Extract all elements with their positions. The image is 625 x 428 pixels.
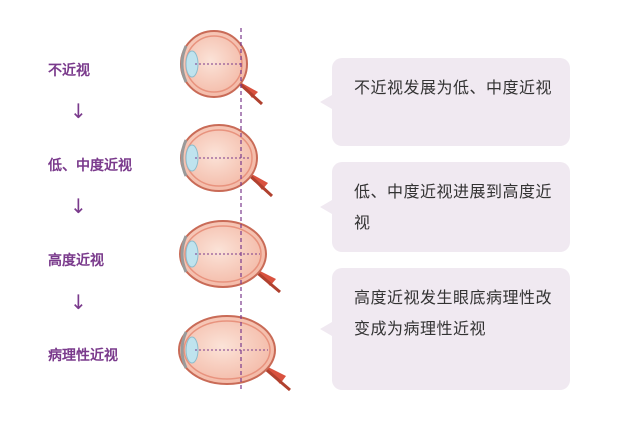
eye-icon-pathologic — [179, 316, 290, 390]
description-card-3: 高度近视发生眼底病理性改变成为病理性近视 — [332, 268, 570, 390]
eye-icon-low-moderate — [181, 125, 272, 196]
description-card-1: 不近视发展为低、中度近视 — [332, 58, 570, 146]
eye-icon-normal — [181, 31, 262, 104]
description-card-2: 低、中度近视进展到高度近视 — [332, 162, 570, 252]
description-text-3: 高度近视发生眼底病理性改变成为病理性近视 — [354, 288, 552, 338]
eye-icon-high — [180, 221, 280, 292]
description-text-2: 低、中度近视进展到高度近视 — [354, 182, 552, 232]
description-text-1: 不近视发展为低、中度近视 — [354, 78, 552, 97]
